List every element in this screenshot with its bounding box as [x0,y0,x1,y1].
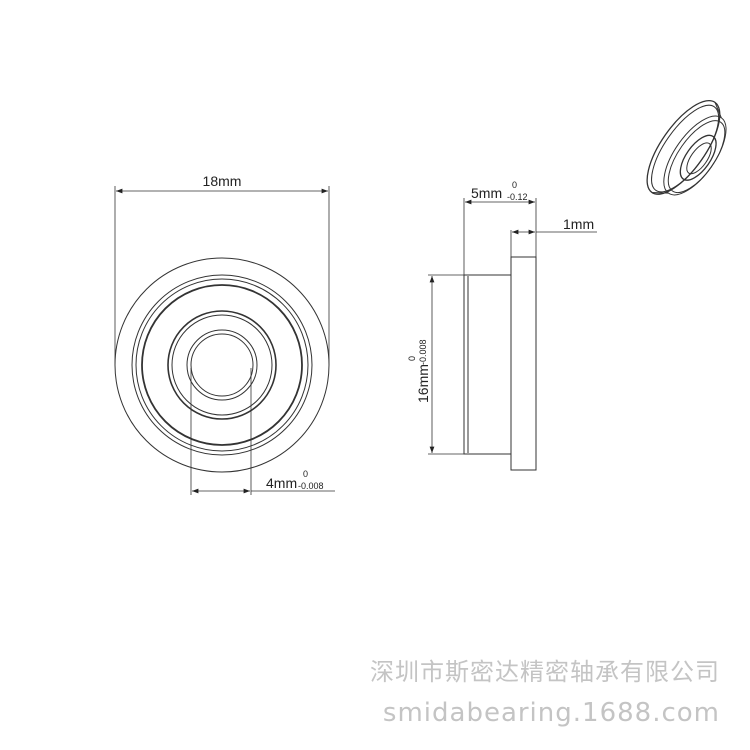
bore-tol-upper: 0 [303,469,308,479]
bore-tol-lower: -0.008 [298,481,324,491]
inner-ring-outer [167,310,277,420]
width-label: 5mm [471,185,502,201]
front-view [114,257,330,473]
flange-side [510,256,537,471]
watermark-company: 深圳市斯密达精密轴承有限公司 [370,658,720,686]
bearing-3d-icon [646,99,727,196]
flange-outline [114,257,330,473]
body-dim-text: 16mm 0 -0.008 [407,339,431,403]
body-label: 16mm [415,364,431,403]
front-dimensions [114,186,335,495]
body-side [463,274,512,455]
flange-width-label: 1mm [563,216,594,232]
bore-chamfer [186,329,258,401]
side-view [463,256,537,471]
width-tol-upper: 0 [512,180,517,190]
body-tol-lower: -0.008 [418,339,428,365]
od-label: 18mm [203,173,242,189]
outer-ring [131,274,313,456]
shield-edge [141,284,303,446]
bore [190,333,254,397]
shield-outer [135,278,309,452]
bore-label: 4mm [266,475,297,491]
side-dimensions [428,198,597,455]
body-tol-upper: 0 [407,356,417,361]
watermark-site: smidabearing.1688.com [382,698,720,728]
inner-ring-step [171,314,273,416]
width-tol-lower: -0.12 [507,192,528,202]
